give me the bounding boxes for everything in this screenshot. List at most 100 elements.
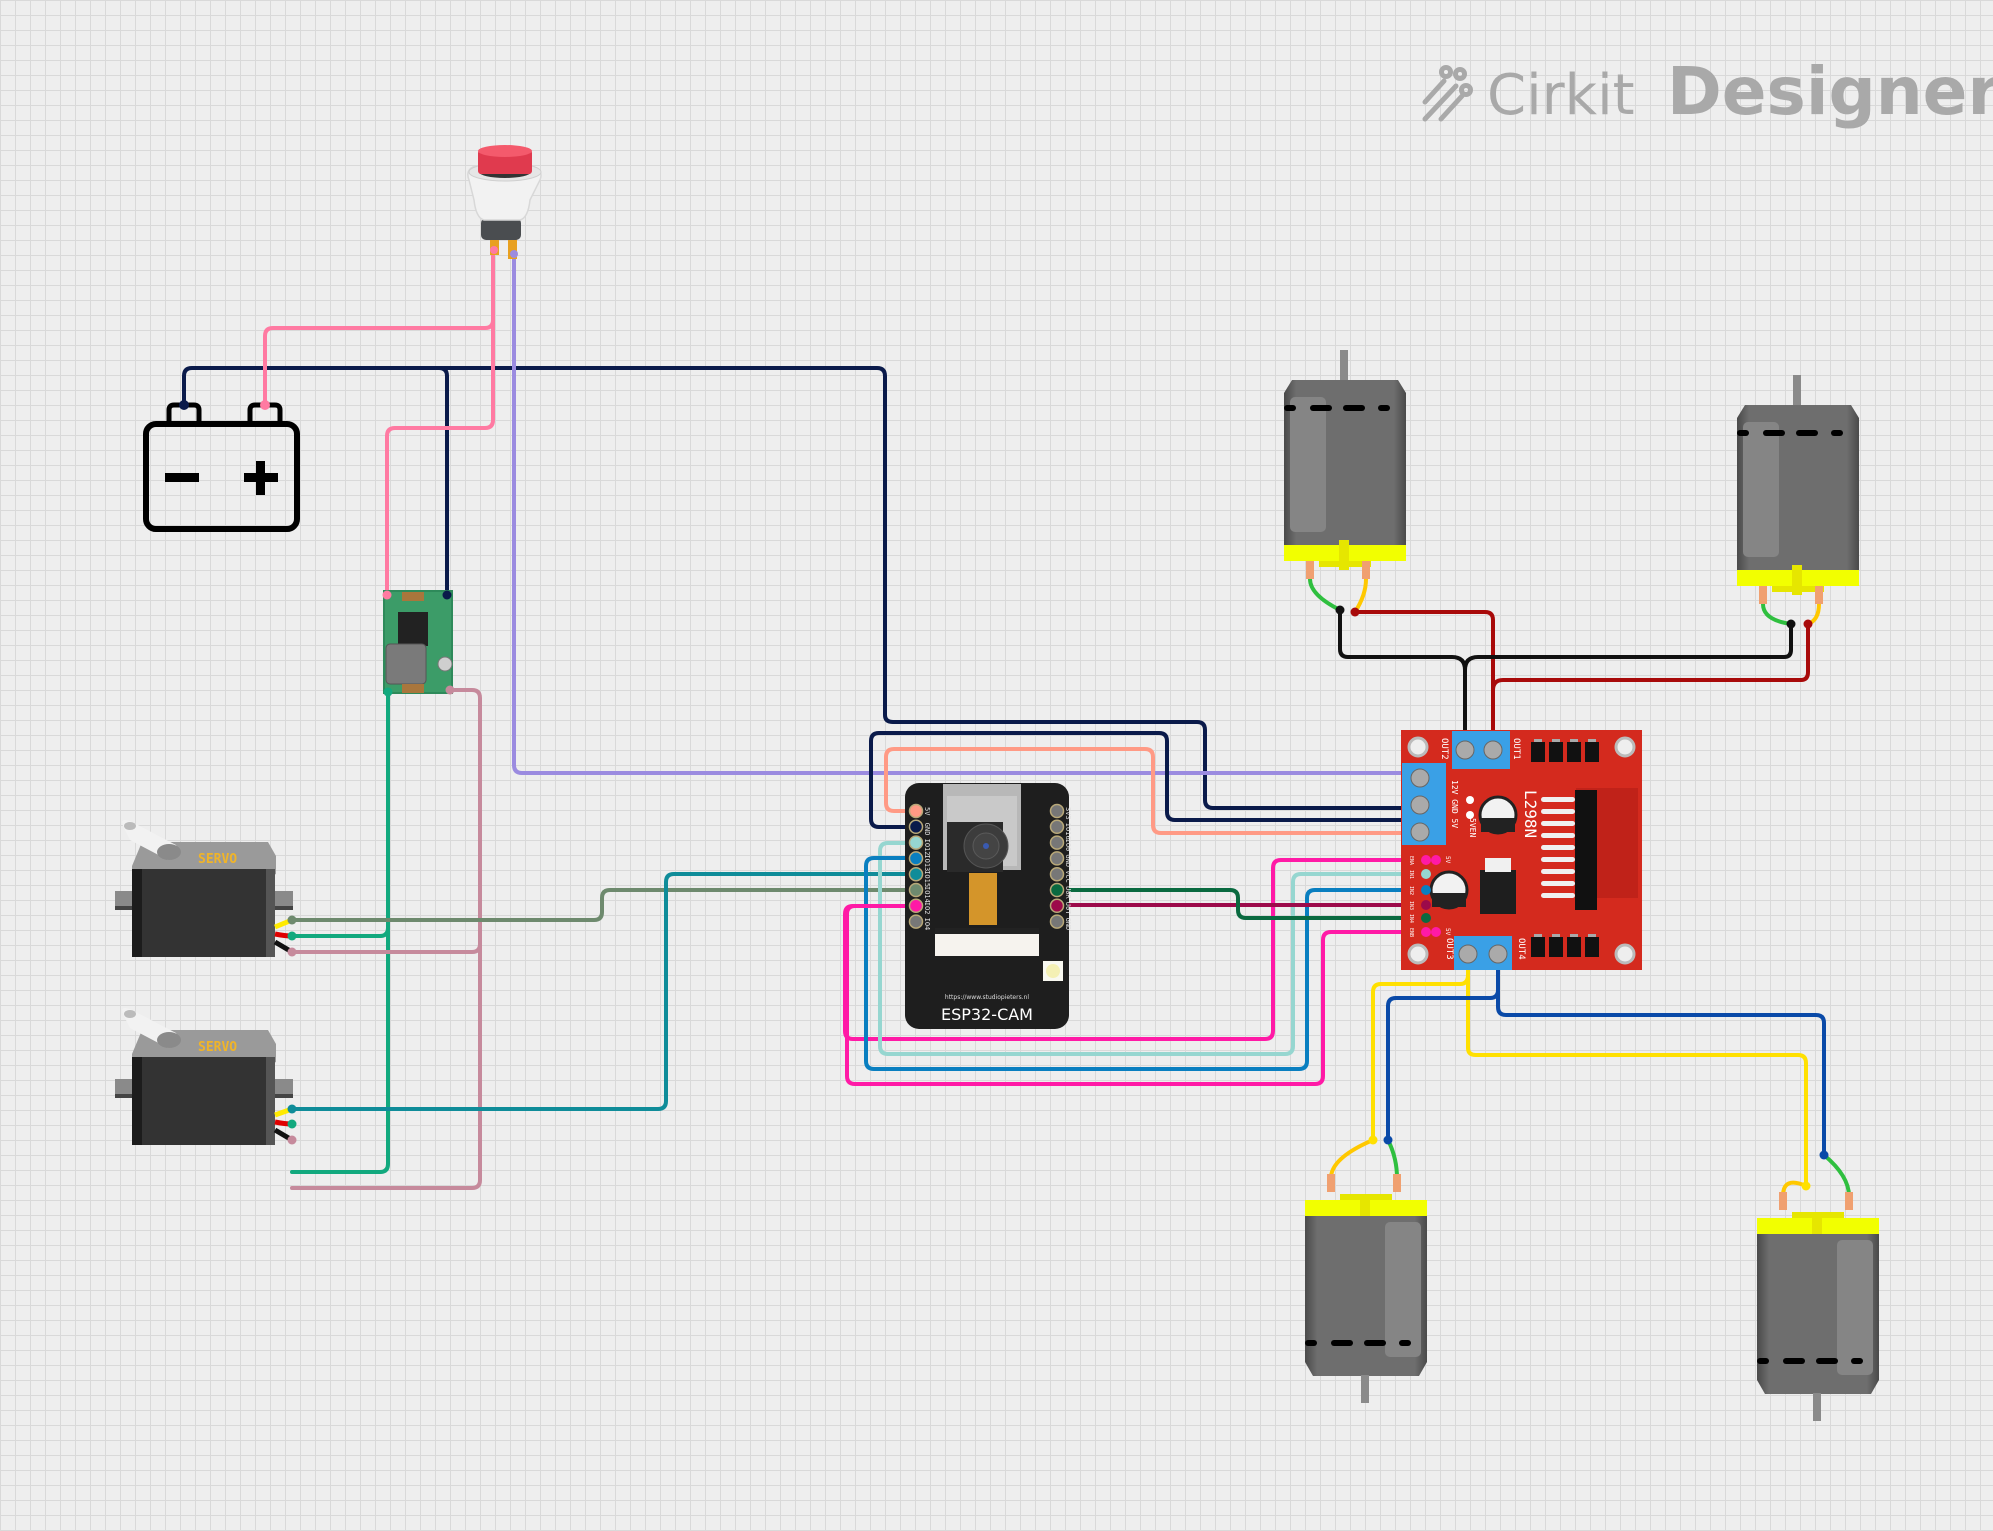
wire-in1[interactable] — [878, 841, 1428, 1056]
esp32-pin-io14[interactable] — [908, 882, 924, 898]
wire-buck-out-servo1-vcc[interactable] — [290, 926, 390, 938]
wire-button-buck-in[interactable] — [385, 318, 495, 597]
wire-out4-m3[interactable] — [1386, 988, 1500, 1142]
dc-motor-1[interactable] — [1284, 350, 1406, 617]
wire-buck-gnd-servo[interactable] — [290, 688, 482, 1190]
esp32-pin-io2[interactable] — [908, 898, 924, 914]
l298n-pin-5v-ena[interactable] — [1431, 855, 1441, 865]
servo-bottom-pin-gnd[interactable] — [287, 1135, 297, 1145]
wire-esp-5v-l298[interactable] — [884, 747, 1422, 835]
wire-bat-neg-gnd[interactable] — [182, 366, 1422, 810]
motor-vent — [1763, 430, 1785, 436]
l298n-pin-in1[interactable] — [1421, 869, 1431, 879]
esp32-pin-io16[interactable] — [1049, 819, 1065, 835]
esp32-pin-gnd[interactable] — [1049, 851, 1065, 866]
wire-button-l298-12v[interactable] — [512, 251, 1422, 775]
esp32-pin-5v[interactable] — [908, 803, 924, 819]
esp32-pin-label: U0R — [1064, 886, 1072, 899]
servo-bottom-pin-signal[interactable] — [287, 1104, 297, 1114]
esp32-pin-gnd-2[interactable] — [1049, 914, 1065, 929]
wire-out2-m1[interactable] — [1338, 608, 1467, 672]
camera-ribbon — [969, 873, 997, 925]
servo-top-pin-signal[interactable] — [287, 915, 297, 925]
esp32-pin-u0r[interactable] — [1049, 882, 1065, 898]
esp32-pin-io4[interactable] — [908, 914, 924, 929]
terminal-12v-screw[interactable] — [1410, 768, 1430, 788]
l298n-pin-in2[interactable] — [1421, 885, 1431, 895]
heatsink-fin — [1541, 809, 1575, 814]
esp32-pin-vcc[interactable] — [1049, 866, 1065, 882]
motor-2-pin-2[interactable] — [1803, 619, 1813, 629]
motor-1-pin-2[interactable] — [1350, 607, 1360, 617]
motor-4-pin-2[interactable] — [1819, 1150, 1829, 1160]
jumper-5ven-2[interactable] — [1466, 811, 1474, 819]
terminal-out4-screw[interactable] — [1488, 944, 1508, 964]
buck-pin-out-plus[interactable] — [383, 687, 393, 697]
wire-servo1-signal[interactable] — [290, 888, 918, 922]
terminal-gnd-screw[interactable] — [1410, 795, 1430, 815]
esp32-pin-io15[interactable] — [908, 866, 924, 882]
esp32-pin-io13[interactable] — [908, 851, 924, 866]
servo-top-pin-gnd[interactable] — [287, 947, 297, 957]
esp32-pin-u0t[interactable] — [1049, 898, 1065, 914]
jumper-5ven-1[interactable] — [1466, 796, 1474, 804]
button-pin-2[interactable] — [510, 250, 518, 258]
esp32-cam[interactable]: https://www.studiopieters.nl ESP32-CAM 5… — [905, 783, 1072, 1029]
button-pin-1[interactable] — [490, 246, 498, 254]
esp32-pin-io0[interactable] — [1049, 835, 1065, 850]
buck-potentiometer[interactable] — [437, 656, 453, 672]
l298n-pin-ena[interactable] — [1421, 855, 1431, 865]
buck-pin-in-plus[interactable] — [382, 590, 392, 600]
buck-pin-out-minus[interactable] — [445, 685, 455, 695]
esp32-pin-io12[interactable] — [908, 835, 924, 850]
motor-terminal — [1759, 586, 1767, 604]
wire-out3-m3[interactable] — [1371, 973, 1470, 1142]
battery-neg-pin[interactable] — [179, 400, 189, 410]
pushbutton[interactable] — [467, 145, 542, 259]
dc-motor-2[interactable] — [1737, 375, 1859, 629]
esp32-pin-3v3[interactable] — [1049, 803, 1065, 819]
motor-1-pin-1[interactable] — [1335, 605, 1345, 615]
dc-motor-4[interactable] — [1757, 1150, 1879, 1422]
battery[interactable] — [143, 400, 300, 532]
servo-body-right — [266, 869, 275, 957]
l298n-pin-enb[interactable] — [1421, 927, 1431, 937]
battery-pos-pin[interactable] — [260, 400, 270, 410]
motor-2-pin-1[interactable] — [1786, 619, 1796, 629]
motor-3-pin-2[interactable] — [1383, 1135, 1393, 1145]
wire-out4[interactable] — [1496, 958, 1826, 1157]
esp32-pin-label: IO4 — [923, 918, 931, 931]
wire-buck-gnd-servo1[interactable] — [290, 942, 482, 954]
buck-converter[interactable] — [382, 590, 455, 697]
terminal-out3-screw[interactable] — [1458, 944, 1478, 964]
terminal-5v-screw[interactable] — [1410, 822, 1430, 842]
dc-motor-3[interactable] — [1305, 1135, 1427, 1404]
motor-terminal — [1306, 561, 1314, 579]
servo-top[interactable]: SERVO — [115, 820, 297, 957]
wire-buck-gnd[interactable] — [437, 366, 449, 597]
wire-in4[interactable] — [1055, 888, 1428, 920]
buck-pin-in-minus[interactable] — [442, 590, 452, 600]
servo-bottom-pin-vcc[interactable] — [287, 1119, 297, 1129]
wire-out1-m2[interactable] — [1491, 622, 1810, 692]
wire-in2[interactable] — [864, 856, 1428, 1071]
servo-top-pin-vcc[interactable] — [287, 931, 297, 941]
l298n-pin-in3[interactable] — [1421, 900, 1431, 910]
wire-out1[interactable] — [1353, 610, 1495, 750]
terminal-out1-screw[interactable] — [1483, 740, 1503, 760]
wire-servo2-signal[interactable] — [290, 872, 918, 1111]
wire-buck-out-servo-vcc[interactable] — [290, 690, 390, 1174]
wire-out3[interactable] — [1466, 958, 1808, 1188]
wire-enb[interactable] — [845, 904, 1428, 1086]
l298n-driver[interactable]: OUT2 OUT1 12V GND 5V 5VEN L298N OUT3 OUT… — [1401, 730, 1642, 970]
servo-bottom[interactable]: SERVO — [115, 1008, 297, 1145]
esp32-pin-gnd[interactable] — [908, 819, 924, 835]
l298n-pin-in4[interactable] — [1421, 913, 1431, 923]
terminal-out2-screw[interactable] — [1455, 740, 1475, 760]
motor-3-pin-1[interactable] — [1368, 1135, 1378, 1145]
motor-4-pin-1[interactable] — [1801, 1181, 1811, 1191]
l298n-pin-5v-enb[interactable] — [1431, 927, 1441, 937]
capacitor-bottom-band — [1432, 893, 1466, 907]
l298n-pin-label: ENA — [1408, 856, 1414, 865]
